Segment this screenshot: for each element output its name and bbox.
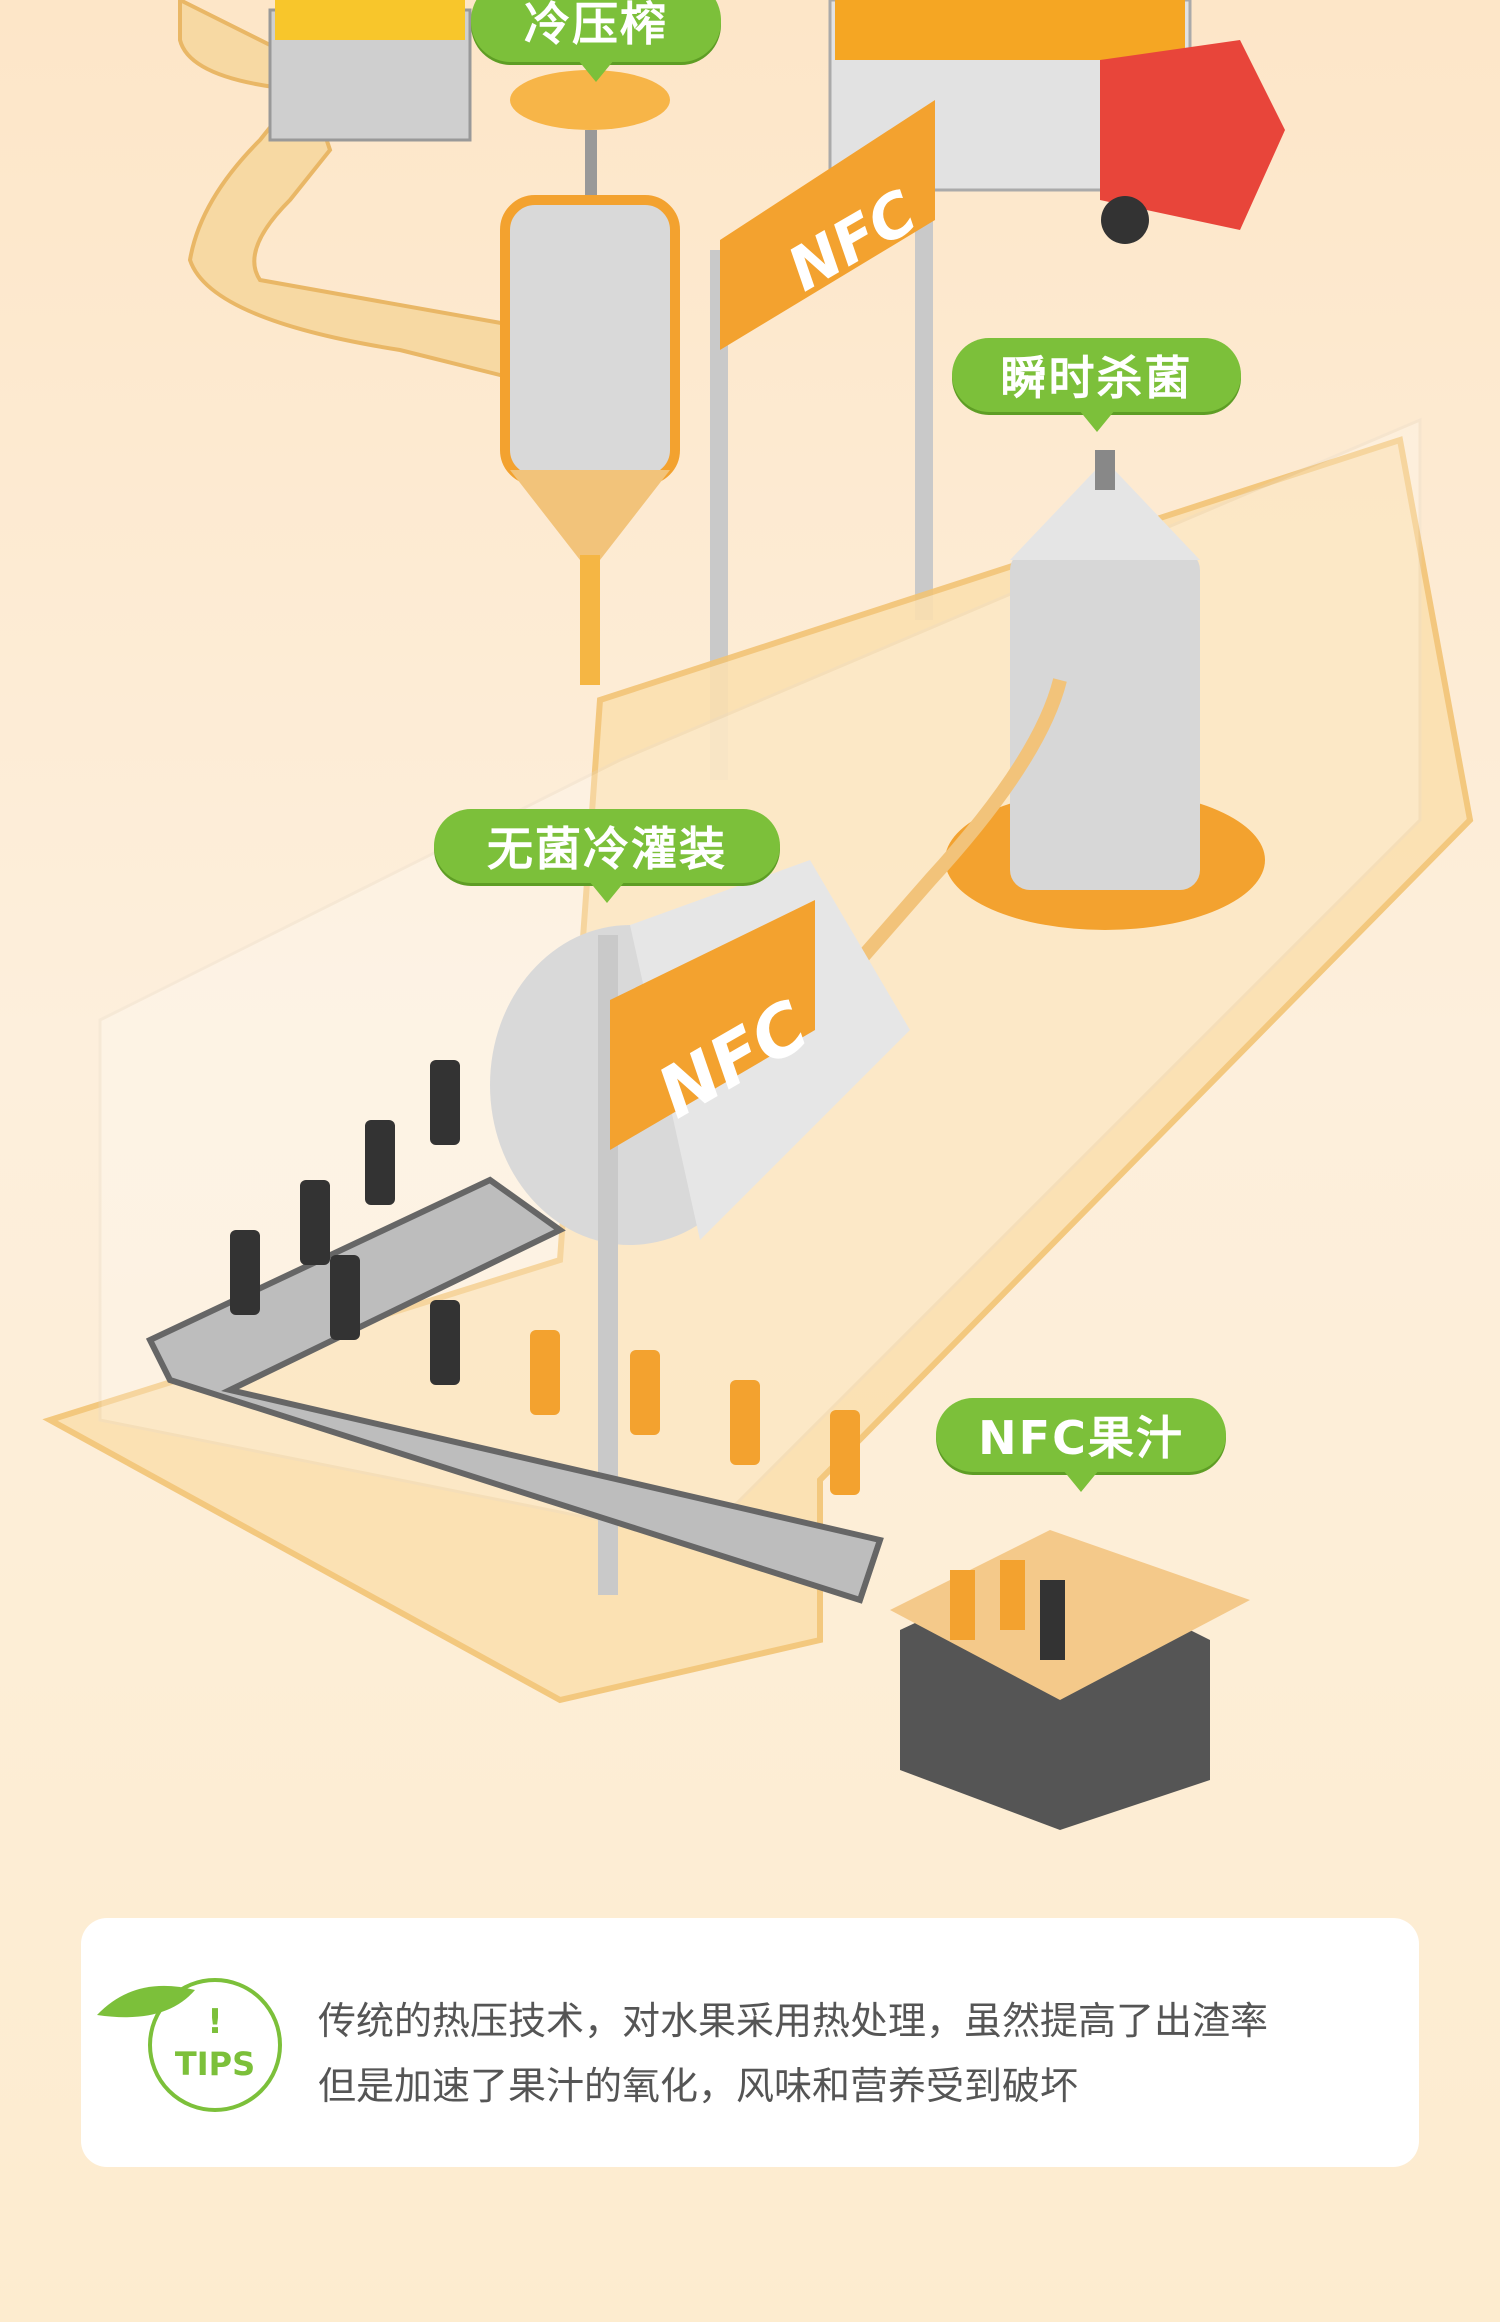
label-text: NFC果汁 bbox=[978, 1411, 1184, 1465]
filling-tank: NFC bbox=[490, 860, 910, 1595]
label-text: 瞬时杀菌 bbox=[1000, 351, 1193, 405]
label-cold-press: 冷压榨 bbox=[471, 0, 721, 82]
label-text: 无菌冷灌装 bbox=[487, 822, 727, 876]
bottles bbox=[230, 1060, 860, 1495]
juice-production-illustration: NFC NFC bbox=[42, 0, 1474, 1830]
sterilizer-tank bbox=[854, 450, 1265, 965]
tips-card bbox=[81, 1918, 1419, 2167]
label-nfc-juice: NFC果汁 bbox=[936, 1398, 1226, 1492]
tips-text-line-2: 但是加速了果汁的氧化，风味和营养受到破坏 bbox=[318, 2064, 1079, 2108]
label-flash-sterilize: 瞬时杀菌 bbox=[952, 338, 1241, 432]
cold-press-machine bbox=[500, 70, 680, 685]
tips-leaf-icon: ! TIPS bbox=[97, 1978, 282, 2112]
truck bbox=[828, 0, 1285, 244]
juice-box bbox=[890, 1530, 1250, 1830]
tips-text-line-1: 传统的热压技术，对水果采用热处理，虽然提高了出渣率 bbox=[318, 1999, 1269, 2043]
svg-text:TIPS: TIPS bbox=[175, 2045, 255, 2083]
svg-text:!: ! bbox=[207, 2002, 223, 2042]
label-text: 冷压榨 bbox=[524, 0, 668, 51]
label-aseptic-filling: 无菌冷灌装 bbox=[434, 809, 780, 903]
fruit-conveyor bbox=[178, 0, 543, 383]
